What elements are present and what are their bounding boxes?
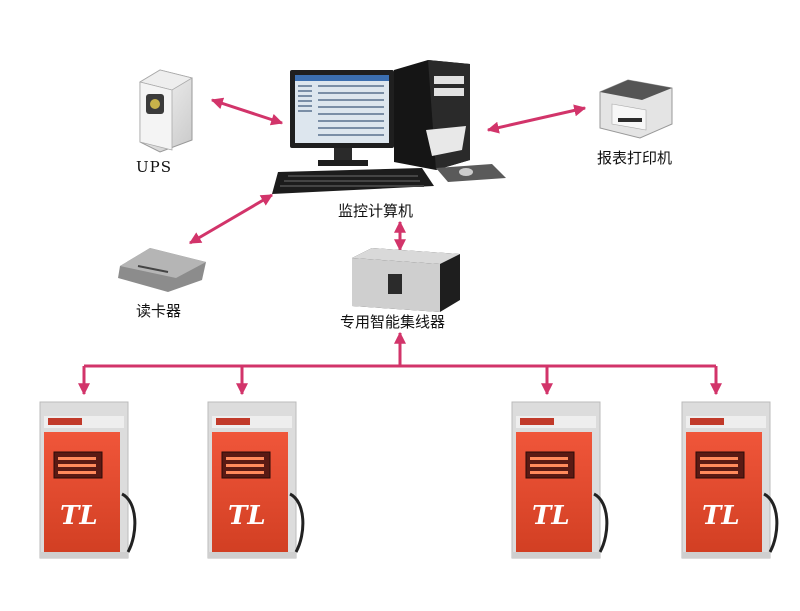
fuel-dispenser-icon: TL [511, 401, 609, 559]
connection-arrows [188, 97, 587, 252]
svg-text:TL: TL [60, 501, 98, 531]
concentrator-icon [352, 248, 460, 312]
arrow-ups-computer [210, 97, 284, 126]
fuel-dispenser-icon: TL [207, 401, 305, 559]
concentrator-label: 专用智能集线器 [340, 313, 446, 331]
card-reader-label: 读卡器 [136, 302, 182, 320]
fuel-dispenser-icon: TL [39, 401, 137, 559]
svg-text:TL: TL [702, 501, 740, 531]
pump-bus-lines [78, 331, 722, 396]
printer-icon [599, 79, 673, 139]
fuel-dispensers: TL TL TL [39, 401, 779, 559]
printer-label: 报表打印机 [597, 149, 673, 167]
ups-icon [138, 69, 194, 153]
svg-text:TL: TL [228, 501, 266, 531]
svg-text:TL: TL [532, 501, 570, 531]
arrow-reader-computer [188, 193, 274, 245]
arrow-printer-computer [486, 104, 587, 134]
fuel-dispenser-icon: TL [681, 401, 779, 559]
computer-label: 监控计算机 [338, 202, 414, 220]
ups-label: UPS [136, 158, 173, 176]
card-reader-icon [118, 248, 206, 292]
computer-icon [272, 60, 506, 194]
